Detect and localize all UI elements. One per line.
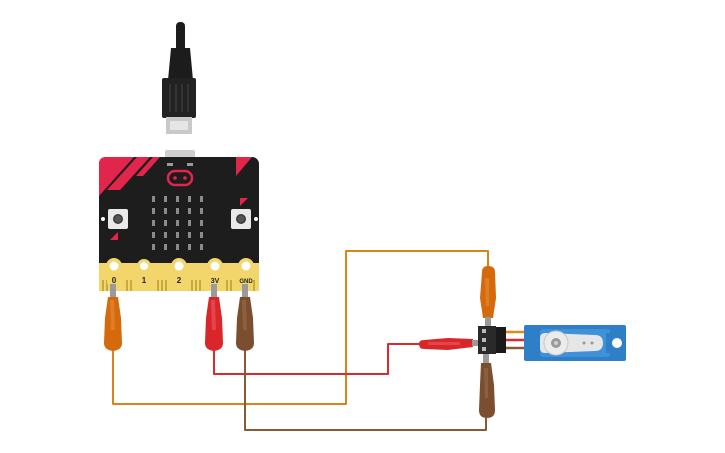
wires: [112, 250, 489, 431]
servo-mount-hole: [612, 338, 622, 348]
pin-pad-gnd[interactable]: [238, 258, 254, 284]
pin-pad-0[interactable]: [106, 258, 122, 284]
servo-connector: [478, 326, 506, 354]
microbit-logo: [166, 169, 194, 187]
microbit-board[interactable]: 0 1 2 3V GND: [99, 150, 259, 291]
board-accent-left: [99, 157, 134, 196]
pin-label-3v: 3V: [211, 278, 220, 285]
usb-cable: [162, 22, 196, 134]
usb-cable-strain-relief: [168, 48, 193, 80]
pin-pad-3v[interactable]: [207, 258, 223, 284]
button-a[interactable]: [108, 209, 128, 229]
clip-brown-gnd[interactable]: [236, 284, 254, 351]
pin-label-1: 1: [142, 276, 147, 285]
edge-connector-strips: [102, 280, 255, 291]
board-accent-stripe-1: [107, 157, 150, 190]
button-a-marker: [110, 232, 118, 240]
pin-label-gnd: GND: [239, 279, 253, 285]
usb-plug-body: [162, 78, 196, 118]
wire-power[interactable]: [213, 343, 425, 375]
servo-leads: [506, 330, 526, 350]
wire-ground[interactable]: [244, 345, 487, 431]
button-b-marker: [240, 198, 248, 206]
clip-orange-servo-signal[interactable]: [480, 266, 496, 329]
clip-orange-pin0[interactable]: [104, 284, 122, 351]
board-accent-stripe-2: [136, 157, 160, 176]
pin-pad-2[interactable]: [171, 258, 187, 284]
micro-servo[interactable]: [524, 325, 626, 361]
led-matrix: [152, 196, 203, 250]
pin-pad-1[interactable]: [137, 259, 151, 284]
wire-signal[interactable]: [112, 250, 489, 405]
clip-brown-servo-ground[interactable]: [479, 352, 495, 418]
board-accent-right: [236, 157, 252, 176]
clip-red-3v[interactable]: [205, 284, 223, 351]
pin-label-0: 0: [112, 276, 117, 285]
clip-red-servo-power[interactable]: [419, 338, 484, 350]
button-b[interactable]: [231, 209, 251, 229]
pin-label-2: 2: [177, 276, 182, 285]
